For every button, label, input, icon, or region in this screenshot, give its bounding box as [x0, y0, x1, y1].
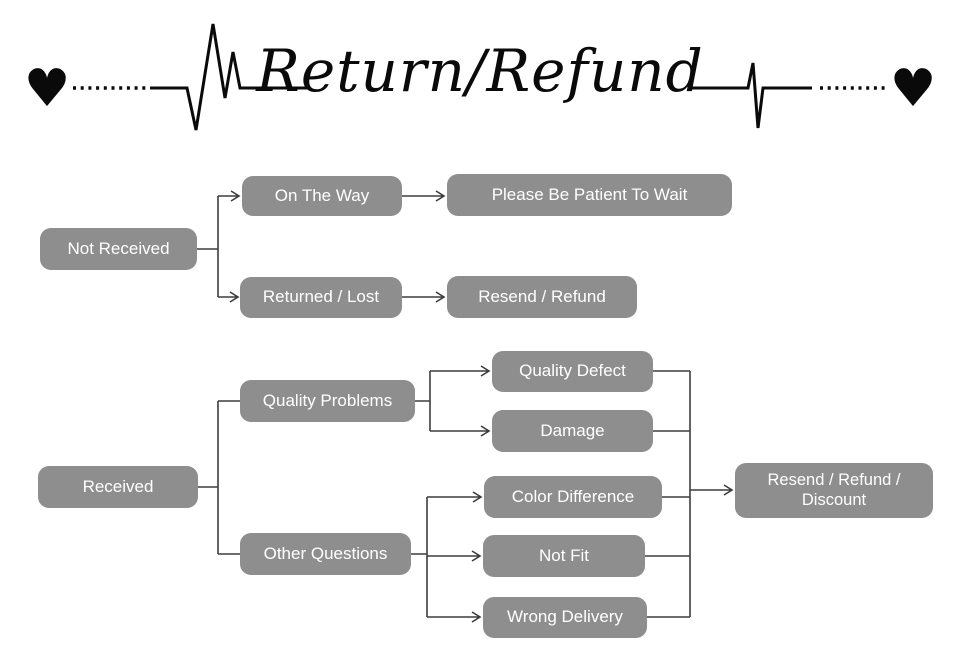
connector-arrow-color-difference: [427, 491, 483, 503]
node-resend-refund: Resend / Refund: [447, 276, 637, 318]
node-received: Received: [38, 466, 198, 508]
connector-arrow-damage: [430, 425, 491, 437]
connector-arrow-wrong-delivery: [427, 611, 482, 623]
node-please-be-patient-to-wait: Please Be Patient To Wait: [447, 174, 732, 216]
node-not-received: Not Received: [40, 228, 197, 270]
heart-icon: ♥: [24, 59, 71, 119]
connector-arrow-returned-lost: [218, 291, 240, 303]
connector-quality-problems-trunk: [415, 371, 431, 431]
node-resend-refund-discount: Resend / Refund / Discount: [735, 463, 933, 518]
header-banner: ♥ ♥ Return/Refund: [0, 0, 960, 150]
node-other-questions: Other Questions: [240, 533, 411, 575]
connector-arrow-please-wait: [402, 190, 446, 202]
node-quality-defect: Quality Defect: [492, 351, 653, 392]
page-title: Return/Refund: [256, 37, 704, 105]
connector-arrow-not-fit: [427, 550, 482, 562]
node-returned-lost: Returned / Lost: [240, 277, 402, 318]
connector-not-received-trunk: [197, 196, 219, 297]
heart-icon: ♥: [890, 59, 937, 119]
node-quality-problems: Quality Problems: [240, 380, 415, 422]
node-wrong-delivery: Wrong Delivery: [483, 597, 647, 638]
node-on-the-way: On The Way: [242, 176, 402, 216]
connector-arrow-on-the-way: [218, 190, 241, 202]
connector-other-questions-trunk: [411, 497, 428, 617]
connector-received-trunk: [198, 400, 240, 555]
node-color-difference: Color Difference: [484, 476, 662, 518]
connector-merge-trunk: [645, 370, 691, 618]
connector-arrow-resend-refund-discount: [690, 484, 734, 496]
node-damage: Damage: [492, 410, 653, 452]
ekg-pulse-right-icon: [692, 62, 812, 129]
connector-arrow-quality-defect: [430, 365, 491, 377]
connector-arrow-resend-refund: [402, 291, 446, 303]
node-not-fit: Not Fit: [483, 535, 645, 577]
heartbeat-decoration: ♥ ♥: [24, 23, 937, 131]
ekg-pulse-left-icon: [150, 23, 307, 131]
